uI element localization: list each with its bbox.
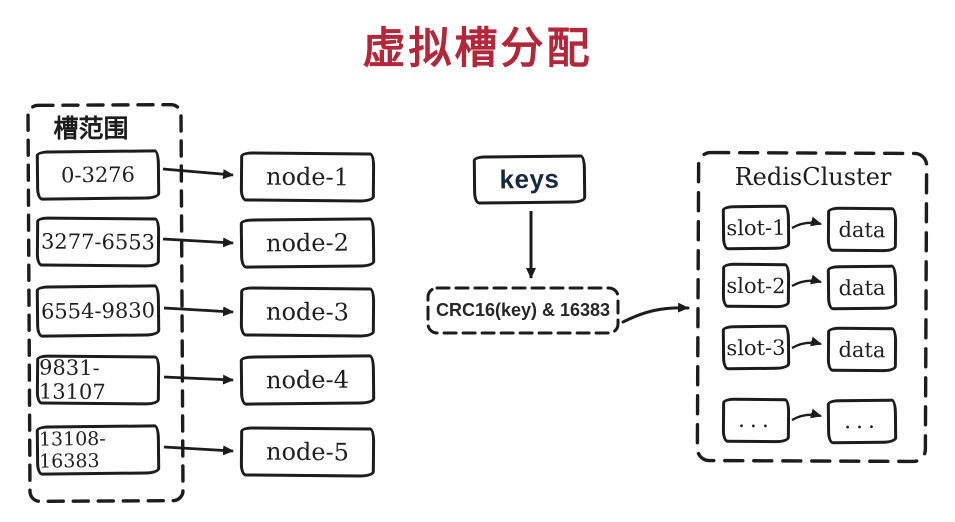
node-box-1: node-1	[239, 151, 376, 203]
arrow-slot5-to-data-icon	[791, 408, 822, 422]
slot-range-box-4: 9831-13107	[35, 354, 161, 406]
crc16-hash-label: CRC16(key) & 16383	[435, 300, 611, 320]
node-box-3: node-3	[239, 286, 376, 338]
arrow-slot2-to-data-icon	[791, 274, 822, 288]
arrow-crc16-to-cluster-icon	[621, 302, 690, 324]
arrow-range3-to-node3-icon	[163, 306, 234, 317]
slot-range-box-5: 13108-16383	[35, 424, 161, 476]
slot-box-1: slot-1	[721, 204, 791, 251]
slot-range-box-2: 3277-6553	[35, 216, 161, 268]
slot-box-ellipsis: ...	[721, 397, 791, 444]
data-box-ellipsis: ...	[826, 398, 898, 445]
node-box-4: node-4	[239, 354, 376, 406]
redis-cluster-title: RedisCluster	[734, 163, 892, 191]
slot-box-3: slot-3	[721, 324, 791, 371]
node-box-5: node-5	[239, 426, 376, 478]
arrow-range4-to-node4-icon	[163, 374, 234, 385]
slot-range-panel-title: 槽范围	[53, 115, 129, 143]
slot-range-box-1: 0-3276	[35, 149, 161, 201]
arrow-slot1-to-data-icon	[791, 216, 822, 230]
data-box-3: data	[826, 326, 898, 373]
slot-range-container-border	[26, 102, 185, 504]
arrow-range2-to-node2-icon	[162, 237, 234, 248]
redis-cluster-container-border	[695, 150, 929, 464]
arrow-slot4-to-data-icon	[791, 336, 822, 350]
keys-box: keys	[472, 154, 587, 205]
crc16-box-border	[426, 286, 620, 335]
slot-box-2: slot-2	[721, 262, 791, 309]
node-box-2: node-2	[239, 217, 376, 269]
page-title: 虚拟槽分配	[362, 25, 593, 73]
slot-range-box-3: 6554-9830	[35, 284, 161, 338]
data-box-1: data	[826, 206, 898, 253]
data-box-2: data	[826, 264, 898, 311]
arrow-range5-to-node5-icon	[163, 445, 234, 456]
arrow-range1-to-node1-icon	[162, 167, 234, 180]
